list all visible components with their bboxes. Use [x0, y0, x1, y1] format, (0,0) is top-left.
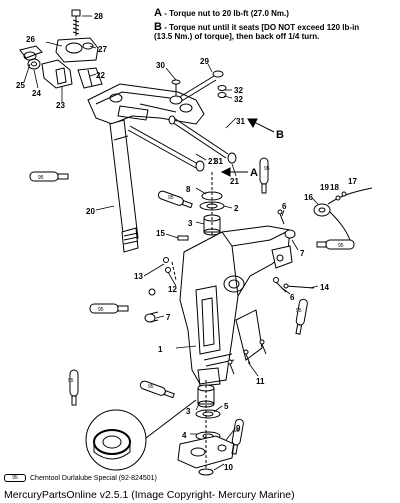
callout-32: 32	[234, 95, 243, 104]
callout-31: 31	[214, 157, 223, 166]
lube-code: 95	[38, 175, 44, 181]
callout-20: 20	[86, 207, 95, 216]
trim-switch-16	[313, 187, 373, 241]
tie-bolt-21	[127, 115, 237, 172]
torque-note-b: B - Torque nut until it seats [DO NOT ex…	[154, 22, 359, 33]
bushing-7	[144, 229, 296, 323]
callout-16: 16	[304, 193, 313, 202]
fasteners	[148, 209, 315, 375]
view-arrows	[220, 118, 275, 177]
steering-tube-20	[109, 119, 139, 253]
callout-6: 6	[290, 293, 295, 302]
lube-code: 95	[68, 378, 74, 384]
callout-11: 11	[256, 377, 265, 386]
note-b-text-line1: - Torque nut until it seats [DO NOT exce…	[164, 23, 360, 32]
callout-12: 12	[168, 285, 177, 294]
lube-tube-icon: 95	[4, 474, 26, 482]
callout-19: 19	[320, 183, 329, 192]
bushing-stack-upper	[199, 172, 225, 300]
view-label-a: A	[250, 167, 258, 179]
steering-link-29	[169, 70, 227, 105]
note-b-letter: B	[154, 21, 162, 33]
callout-10: 10	[224, 463, 233, 472]
lube-code: 95	[98, 307, 104, 313]
lube-code: 95	[234, 428, 240, 434]
callout-7: 7	[300, 249, 305, 258]
callout-18: 18	[330, 183, 339, 192]
part-15-block	[177, 235, 189, 241]
callout-17: 17	[348, 177, 357, 186]
view-label-b: B	[276, 129, 284, 141]
callout-28: 28	[94, 12, 103, 21]
callout-7: 7	[166, 313, 171, 322]
leader-lines	[23, 15, 319, 471]
torque-note-a: A - Torque nut to 20 lb-ft (27.0 Nm.)	[154, 8, 289, 19]
lube-code: 95	[148, 384, 154, 390]
callout-32: 32	[234, 86, 243, 95]
callout-24: 24	[32, 89, 41, 98]
lube-code: 95	[168, 195, 174, 201]
legend-text: Chemtool Durlalube Special (92-824501)	[30, 474, 157, 482]
callout-27: 27	[98, 45, 107, 54]
callout-15: 15	[156, 229, 165, 238]
lube-code: 95	[338, 243, 344, 249]
lube-code: 95	[264, 166, 270, 172]
callout-26: 26	[26, 35, 35, 44]
callout-14: 14	[320, 283, 329, 292]
swivel-bracket-1	[179, 225, 293, 387]
swivel-arm	[87, 83, 205, 125]
callout-29: 29	[200, 57, 209, 66]
bolt-28	[71, 9, 81, 36]
lubricant-legend: 95 Chemtool Durlalube Special (92-824501)	[4, 474, 157, 482]
callout-3: 3	[188, 219, 193, 228]
callout-3: 3	[186, 407, 191, 416]
note-a-letter: A	[154, 7, 162, 19]
callout-23: 23	[56, 101, 65, 110]
callout-8: 8	[186, 185, 191, 194]
callout-6: 6	[282, 202, 287, 211]
callout-21: 21	[230, 177, 239, 186]
lube-tubes	[29, 157, 355, 455]
callout-25: 25	[16, 81, 25, 90]
copyright-footer: MercuryPartsOnline v2.5.1 (Image Copyrig…	[0, 487, 400, 503]
callout-30: 30	[156, 61, 165, 70]
bushing-stack-lower	[177, 380, 235, 476]
lube-code: 95	[296, 308, 302, 314]
callout-4: 4	[182, 431, 187, 440]
callout-5: 5	[224, 402, 229, 411]
lube-codes: 95 95 95 95 95 95 95 95 95	[38, 166, 344, 434]
callout-1: 1	[158, 345, 163, 354]
callout-31: 31	[236, 117, 245, 126]
callout-21: 21	[208, 157, 217, 166]
torque-note-b-line2: (13.5 Nm.) of torque], then back off 1/4…	[154, 32, 320, 41]
callout-13: 13	[134, 272, 143, 281]
callout-2: 2	[234, 204, 239, 213]
note-a-text: - Torque nut to 20 lb-ft (27.0 Nm.)	[164, 9, 289, 18]
callout-9: 9	[236, 424, 241, 433]
callout-numbers: 1 2 3 3 4 5 6 6 7 7 8 9 10 11 12 13 14 1…	[16, 12, 357, 472]
detail-inset	[85, 399, 197, 471]
callout-22: 22	[96, 71, 105, 80]
clamp-assembly	[19, 37, 103, 89]
